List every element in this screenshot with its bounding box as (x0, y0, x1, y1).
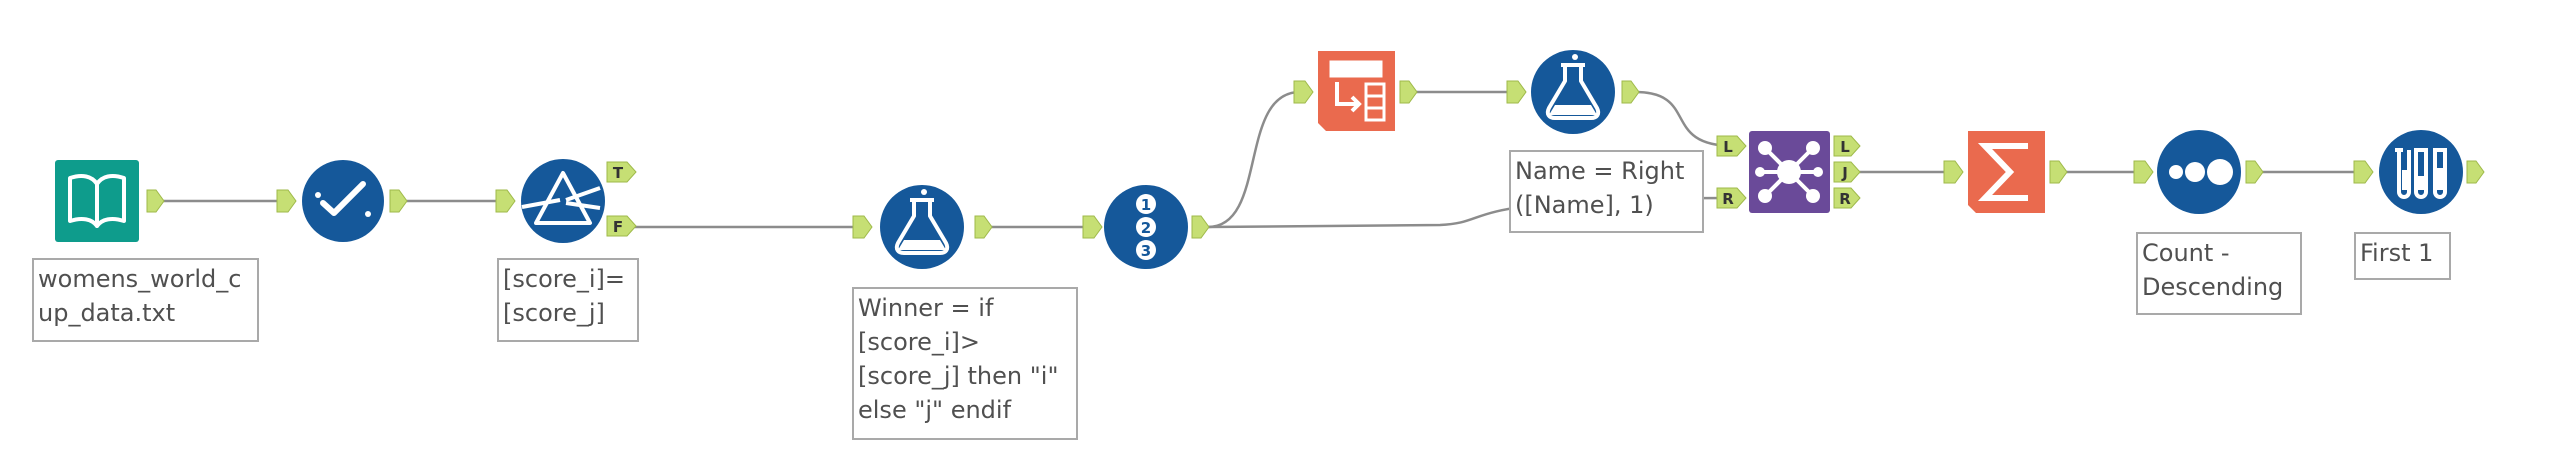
output-anchor[interactable] (389, 189, 408, 213)
formula-tool-circle (880, 185, 964, 269)
left-input-label: L (1723, 138, 1733, 156)
output-anchor[interactable] (1191, 215, 1210, 239)
input-anchor[interactable] (2353, 160, 2374, 184)
table-pivot-icon (1329, 60, 1386, 122)
input-anchor[interactable] (1293, 80, 1314, 104)
filter-annotation[interactable]: [score_i]= [score_j] (497, 258, 639, 342)
connector-formula2-join[interactable] (1634, 90, 1735, 148)
record-id-tool[interactable]: 1 2 3 (1082, 185, 1210, 269)
input-anchor[interactable] (1506, 80, 1527, 104)
output-anchor[interactable] (1621, 80, 1640, 104)
input-annotation[interactable]: womens_world_c up_data.txt (32, 258, 259, 342)
formula-tool-name[interactable] (1506, 47, 1640, 134)
output-anchor[interactable] (2245, 160, 2264, 184)
formula-winner-annotation[interactable]: Winner = if [score_i]> [score_j] then "i… (852, 287, 1078, 440)
false-anchor-label: F (613, 218, 623, 236)
true-anchor[interactable] (606, 161, 637, 183)
output-anchor[interactable] (1399, 80, 1418, 104)
formula-tool-circle (1531, 50, 1615, 134)
output-anchor[interactable] (146, 189, 165, 213)
output-anchor[interactable] (974, 215, 993, 239)
select-tool[interactable] (276, 160, 408, 242)
input-data-tool[interactable] (55, 160, 165, 242)
right-input-anchor[interactable] (1716, 187, 1747, 209)
input-anchor[interactable] (1943, 160, 1964, 184)
formula-tool-winner[interactable] (852, 182, 993, 269)
join-output-anchor[interactable] (1833, 161, 1861, 183)
sample-tool[interactable] (2353, 130, 2485, 214)
sample-annotation[interactable]: First 1 (2354, 232, 2451, 280)
checkmark-icon (315, 181, 371, 217)
prism-icon (521, 171, 601, 225)
input-anchor[interactable] (495, 189, 516, 213)
join-output-label: J (1841, 164, 1848, 182)
test-tubes-icon (2395, 148, 2447, 199)
flask-icon (894, 182, 950, 255)
left-output-label: L (1840, 138, 1850, 156)
input-anchor[interactable] (852, 215, 873, 239)
output-anchor[interactable] (2466, 160, 2485, 184)
right-input-label: R (1722, 190, 1734, 208)
sigma-icon (1977, 143, 2028, 201)
svg-text:1: 1 (1141, 196, 1151, 214)
output-anchor[interactable] (2049, 160, 2068, 184)
flask-icon (1545, 47, 1601, 120)
svg-text:3: 3 (1141, 242, 1151, 260)
join-tool[interactable]: L R L J R (1716, 131, 1861, 213)
join-network-icon (1755, 141, 1823, 203)
sample-tool-circle (2379, 130, 2463, 214)
filter-tool[interactable]: T F (495, 159, 637, 243)
input-anchor[interactable] (1082, 215, 1103, 239)
crosstab-tool[interactable] (1293, 51, 1418, 131)
svg-text:2: 2 (1141, 219, 1151, 237)
input-anchor[interactable] (276, 189, 297, 213)
left-output-anchor[interactable] (1833, 135, 1861, 157)
connector-recordid-crosstab[interactable] (1207, 90, 1301, 229)
right-output-label: R (1839, 190, 1851, 208)
sort-tool[interactable] (2133, 130, 2264, 214)
dots-icon (2169, 159, 2233, 185)
summarize-tool[interactable] (1943, 131, 2068, 213)
book-icon (68, 174, 126, 228)
false-anchor[interactable] (606, 215, 637, 237)
left-input-anchor[interactable] (1716, 135, 1747, 157)
formula-name-annotation[interactable]: Name = Right ([Name], 1) (1509, 150, 1704, 233)
true-anchor-label: T (613, 164, 624, 182)
input-anchor[interactable] (2133, 160, 2154, 184)
right-output-anchor[interactable] (1833, 187, 1861, 209)
numbered-list-icon: 1 2 3 (1136, 194, 1156, 260)
sort-annotation[interactable]: Count - Descending (2136, 232, 2302, 315)
